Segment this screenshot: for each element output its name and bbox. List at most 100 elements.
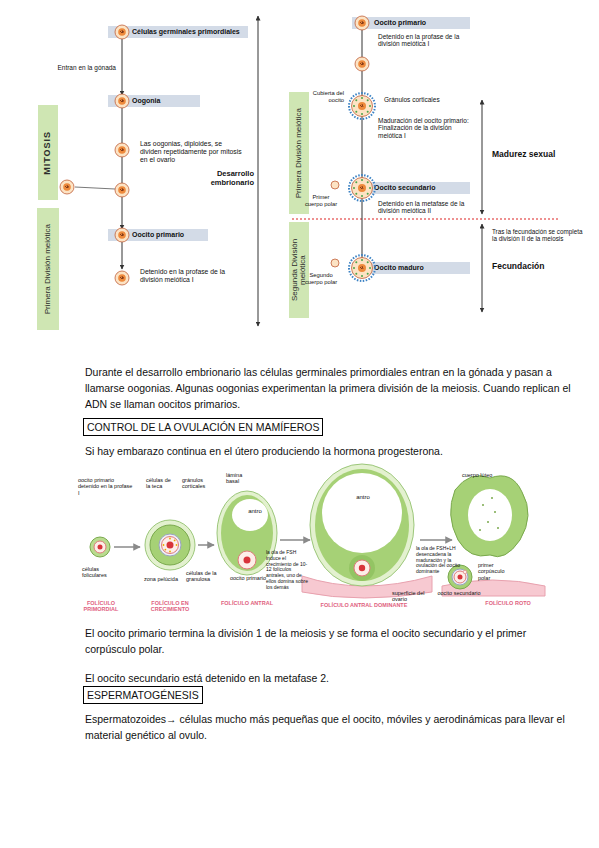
note-text: Tras la fecundación se completa la divis… bbox=[492, 228, 588, 242]
cell-drawing bbox=[355, 57, 369, 71]
node-text: Oocito maduro bbox=[374, 264, 424, 271]
ruptured-follicle bbox=[494, 511, 496, 513]
ruptured-follicle bbox=[454, 571, 466, 583]
note-text: Detenido en la profase de la división me… bbox=[140, 268, 245, 284]
part-label: células de la teca bbox=[146, 477, 176, 490]
part-label: células foliculares bbox=[82, 566, 124, 579]
antral-follicle bbox=[244, 557, 251, 564]
flow-arrow bbox=[122, 38, 123, 95]
dominant-follicle bbox=[354, 560, 370, 576]
flow-arrow bbox=[122, 242, 123, 269]
stage-box: Oocito maduro bbox=[352, 262, 470, 274]
body-text: Durante el desarrollo embrionario las cé… bbox=[85, 364, 577, 412]
stage-arrow bbox=[280, 539, 310, 541]
stage-name: FOLÍCULO ROTO bbox=[480, 600, 536, 606]
primordial-follicle bbox=[98, 545, 103, 550]
part-label: oocito primario bbox=[228, 575, 268, 581]
node-text: ESPERMATOGÉNESIS bbox=[87, 689, 199, 701]
stage-name: FOLÍCULO EN CRECIMIENTO bbox=[142, 600, 198, 613]
growing-follicle bbox=[145, 520, 195, 570]
range-arrow bbox=[258, 16, 259, 326]
axis-label: Fecundación bbox=[492, 262, 562, 272]
part-label: oocito primario detenido en la profase I bbox=[78, 477, 134, 496]
growing-follicle bbox=[150, 525, 190, 565]
growing-follicle bbox=[174, 540, 176, 542]
part-label: Primer cuerpo polar bbox=[304, 194, 338, 207]
polar-body bbox=[331, 181, 339, 189]
stage-box: Oocito primario bbox=[352, 17, 470, 29]
ruptured-follicle bbox=[442, 476, 545, 596]
growing-follicle bbox=[176, 544, 178, 546]
stage-name: FOLÍCULO PRIMORDIAL bbox=[74, 600, 128, 613]
growing-follicle bbox=[167, 542, 174, 549]
node-text: CONTROL DE LA OVULACIÓN EN MAMÍFEROS bbox=[87, 421, 319, 433]
section-heading: ESPERMATOGÉNESIS bbox=[83, 686, 203, 704]
primordial-follicle bbox=[90, 537, 110, 557]
oocyte-drawing bbox=[349, 93, 375, 119]
cell-drawing bbox=[60, 180, 74, 194]
node-text: Segunda División meiótica bbox=[291, 225, 308, 315]
polar-body bbox=[331, 259, 339, 267]
dominant-follicle bbox=[315, 469, 409, 581]
node-text: Primera División meiótica bbox=[295, 108, 303, 198]
divider-line bbox=[292, 219, 560, 220]
stage-band: Segunda División meiótica bbox=[289, 222, 309, 318]
growing-follicle bbox=[162, 537, 179, 554]
axis-label: Madurez sexual bbox=[492, 150, 562, 160]
primordial-follicle bbox=[94, 541, 106, 553]
ruptured-follicle bbox=[479, 529, 481, 531]
ruptured-follicle bbox=[448, 565, 472, 589]
growing-follicle bbox=[169, 538, 171, 540]
part-label: primer corpúsculo polar bbox=[478, 562, 518, 581]
part-label: superficie del ovario bbox=[392, 590, 436, 603]
part-label: gránulos corticales bbox=[182, 477, 214, 490]
dominant-follicle bbox=[302, 464, 432, 598]
part-label: células de la granulosa bbox=[186, 570, 230, 583]
primordial-follicle bbox=[90, 537, 110, 557]
ruptured-follicle bbox=[458, 575, 463, 580]
note-text: Detenido en la profase de la división me… bbox=[378, 33, 474, 48]
antral-follicle bbox=[232, 499, 268, 531]
note-text: Detenido en la metafase de la división m… bbox=[378, 200, 474, 215]
stage-name: FOLÍCULO ANTRAL DOMINANTE bbox=[318, 602, 410, 608]
arrow-label: Entran en la gónada bbox=[50, 64, 116, 71]
part-label: lámina basal bbox=[226, 472, 256, 485]
node-text: Oocito primario bbox=[132, 231, 184, 238]
ruptured-follicle bbox=[487, 521, 489, 523]
section-heading: CONTROL DE LA OVULACIÓN EN MAMÍFEROS bbox=[83, 418, 323, 436]
part-label: oocito secundario bbox=[436, 590, 482, 596]
stage-box: Células germinales primordiales bbox=[108, 26, 248, 38]
stage-band: Primera División meiótica bbox=[37, 208, 59, 330]
stage-box: Oocito primario bbox=[108, 229, 208, 241]
antral-follicle bbox=[221, 495, 273, 571]
part-label: Cubierta del oocito bbox=[310, 90, 344, 103]
stage-band: Primera División meiótica bbox=[289, 92, 309, 214]
antral-follicle bbox=[238, 551, 256, 569]
dominant-follicle bbox=[310, 464, 414, 586]
flow-arrow bbox=[122, 107, 123, 229]
note-text: la ola de FSH induce el crecimiento de 1… bbox=[266, 550, 310, 590]
growing-follicle bbox=[169, 551, 171, 553]
dominant-follicle bbox=[359, 565, 365, 571]
dominant-follicle bbox=[322, 473, 402, 553]
note-text: Maduración del oocito primario: Finaliza… bbox=[378, 117, 476, 139]
ruptured-follicle bbox=[452, 569, 468, 585]
dominant-follicle bbox=[349, 555, 375, 581]
part-label: antro bbox=[242, 508, 268, 515]
cell-drawing bbox=[115, 143, 129, 157]
part-label: Segundo cuerpo polar bbox=[304, 272, 338, 285]
growing-follicle bbox=[159, 534, 181, 556]
stage-arrow bbox=[114, 546, 140, 548]
body-text: Espermatozoides→ células mucho más peque… bbox=[85, 711, 577, 743]
stage-name: FOLÍCULO ANTRAL bbox=[220, 600, 274, 606]
node-text: Células germinales primordiales bbox=[132, 28, 240, 35]
ruptured-follicle bbox=[491, 497, 493, 499]
ruptured-follicle bbox=[468, 489, 512, 541]
stage-band: MITOSIS bbox=[38, 105, 58, 200]
range-arrow bbox=[482, 224, 483, 312]
part-label: antro bbox=[348, 494, 378, 501]
part-label: zona pelúcida bbox=[144, 576, 182, 582]
ruptured-follicle bbox=[482, 504, 484, 506]
stage-arrow bbox=[198, 544, 214, 546]
